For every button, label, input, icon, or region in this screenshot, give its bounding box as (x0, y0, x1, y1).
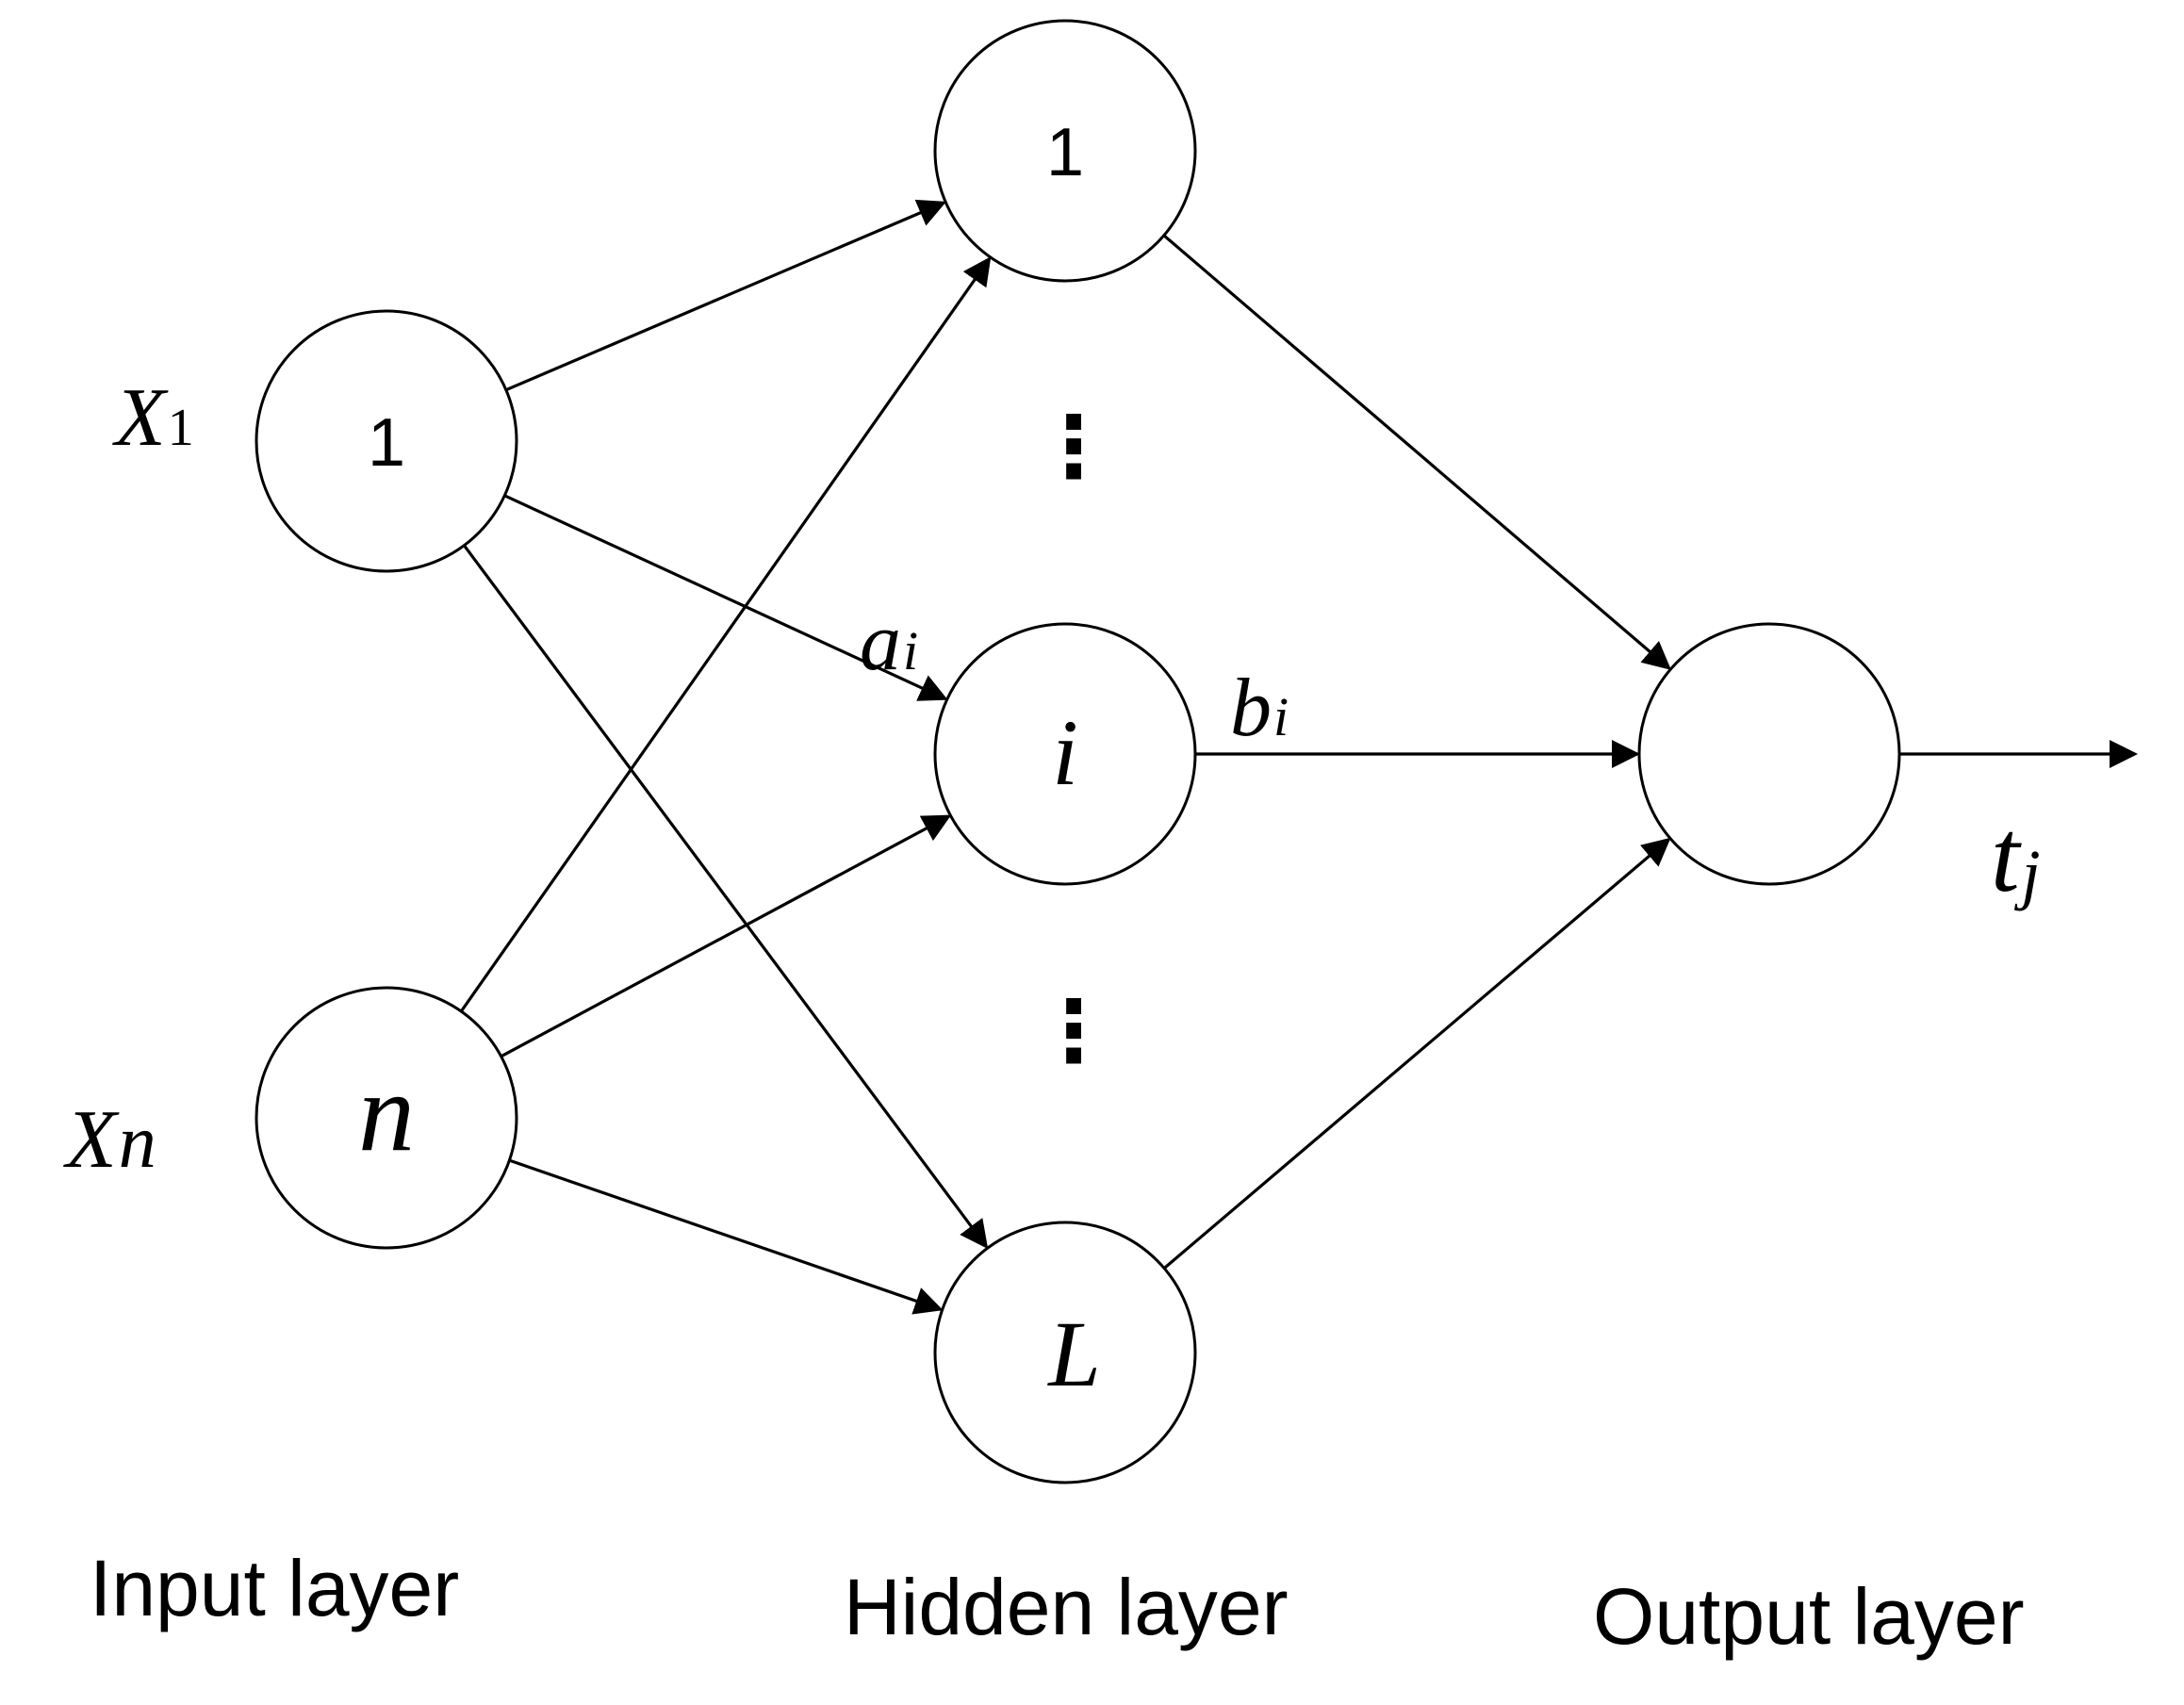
edge-input-1-to-hidden-1 (505, 199, 947, 392)
edge-input-n-to-hidden-L (508, 1158, 944, 1315)
hidden-node-i-label: i (1052, 700, 1078, 805)
ellipsis-lower: ⋮ (1031, 982, 1116, 1081)
hidden-node-L-label: L (1046, 1302, 1101, 1406)
edge-hidden-1-to-output (1162, 234, 1671, 670)
input-node-1-label: 1 (368, 405, 405, 481)
connection-edges (459, 199, 1671, 1315)
ellipsis-upper: ⋮ (1031, 398, 1116, 497)
hidden-node-i: i (933, 622, 1197, 886)
output-node (1637, 622, 1901, 886)
output-label-tj: tj (1991, 798, 2041, 913)
input-var-x1: X1 (112, 372, 194, 464)
layer-label-output: Output layer (1593, 1572, 2025, 1661)
edge-input-n-to-hidden-i (500, 814, 952, 1058)
weight-label-b: bi (1230, 663, 1289, 754)
hidden-node-1: 1 (933, 19, 1197, 283)
edge-input-1-to-hidden-L (463, 544, 989, 1250)
edge-input-n-to-hidden-1 (459, 256, 992, 1012)
layer-label-input: Input layer (90, 1544, 459, 1632)
input-node-n-label: n (358, 1049, 415, 1174)
edge-input-1-to-hidden-i (503, 494, 948, 701)
input-var-xn: Xn (63, 1094, 156, 1186)
input-node-1: 1 (255, 309, 518, 573)
edge-hidden-L-to-output (1163, 837, 1671, 1270)
layer-label-hidden: Hidden layer (844, 1563, 1289, 1651)
input-node-n: n (255, 986, 518, 1250)
hidden-node-1-label: 1 (1046, 115, 1084, 190)
weight-label-a: ai (860, 597, 918, 688)
hidden-node-L: L (933, 1221, 1197, 1484)
